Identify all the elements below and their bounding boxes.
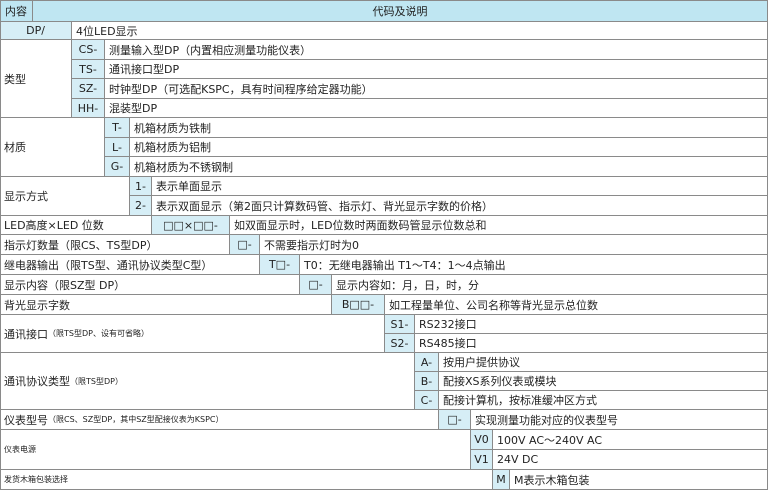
comm-desc: RS485接口 — [415, 334, 768, 353]
type-desc: 测量输入型DP（内置相应测量功能仪表） — [105, 40, 768, 60]
power-code: V1 — [471, 450, 493, 470]
backlight-desc: 如工程量单位、公司名称等背光显示总位数 — [385, 295, 768, 315]
protocol-code: A- — [415, 353, 439, 372]
display-code: 1- — [130, 177, 152, 196]
comm-code: S1- — [385, 315, 415, 334]
material-desc: 机箱材质为铁制 — [130, 118, 768, 138]
material-code: G- — [105, 157, 130, 177]
backlight-label: 背光显示字数 — [0, 295, 332, 315]
relay-label: 继电器输出（限TS型、通讯协议类型C型） — [0, 255, 260, 275]
content-header-cell: 内容 — [0, 0, 33, 22]
type-desc: 混装型DP — [105, 99, 768, 118]
packing-code: M — [493, 470, 510, 490]
content-desc: 显示内容如：月，日，时，分 — [332, 275, 768, 295]
type-code: SZ- — [72, 79, 105, 99]
relay-desc: T0：无继电器输出 T1～T4：1～4点输出 — [300, 255, 768, 275]
power-desc: 100V AC～240V AC — [493, 430, 768, 450]
model-label-note: （限CS、SZ型DP，其中SZ型配接仪表为KSPC） — [48, 415, 224, 424]
display-label: 显示方式 — [0, 177, 130, 216]
table-title: 代码及说明 — [33, 0, 768, 22]
led-code: □□×□□- — [152, 216, 230, 235]
comm-code: S2- — [385, 334, 415, 353]
type-code: TS- — [72, 60, 105, 79]
model-label-text: 仪表型号 — [4, 413, 48, 427]
indicator-code: □- — [230, 235, 260, 255]
content-label: 显示内容（限SZ型 DP） — [0, 275, 300, 295]
type-label: 类型 — [0, 40, 72, 118]
comm-label: 通讯接口（限TS型DP、设有可省略） — [0, 315, 385, 353]
material-code: L- — [105, 138, 130, 157]
type-desc: 时钟型DP（可选配KSPC，具有时间程序给定器功能） — [105, 79, 768, 99]
protocol-label-text: 通讯协议类型 — [4, 375, 70, 388]
material-label: 材质 — [0, 118, 105, 177]
protocol-desc: 配接XS系列仪表或模块 — [439, 372, 768, 391]
protocol-desc: 配接计算机，按标准缓冲区方式 — [439, 391, 768, 410]
type-code: CS- — [72, 40, 105, 60]
indicator-label: 指示灯数量（限CS、TS型DP） — [0, 235, 230, 255]
display-code: 2- — [130, 196, 152, 216]
comm-desc: RS232接口 — [415, 315, 768, 334]
protocol-code: C- — [415, 391, 439, 410]
type-code: HH- — [72, 99, 105, 118]
led-label: LED高度×LED 位数 — [0, 216, 152, 235]
model-desc: 实现测量功能对应的仪表型号 — [471, 410, 768, 430]
material-desc: 机箱材质为铝制 — [130, 138, 768, 157]
comm-label-note: （限TS型DP、设有可省略） — [48, 329, 149, 338]
packing-desc: M表示木箱包装 — [510, 470, 768, 490]
packing-label: 发货木箱包装选择 — [0, 470, 493, 490]
protocol-label: 通讯协议类型（限TS型DP） — [0, 353, 415, 410]
content-code: □- — [300, 275, 332, 295]
model-label: 仪表型号（限CS、SZ型DP，其中SZ型配接仪表为KSPC） — [0, 410, 439, 430]
relay-code: T□- — [260, 255, 300, 275]
protocol-code: B- — [415, 372, 439, 391]
model-code: □- — [439, 410, 471, 430]
power-desc: 24V DC — [493, 450, 768, 470]
material-code: T- — [105, 118, 130, 138]
led-desc: 如双面显示时，LED位数时两面数码管显示位数总和 — [230, 216, 768, 235]
dp-desc: 4位LED显示 — [72, 22, 768, 40]
power-label: 仪表电源 — [0, 430, 471, 470]
material-desc: 机箱材质为不锈钢制 — [130, 157, 768, 177]
type-desc: 通讯接口型DP — [105, 60, 768, 79]
power-code: V0 — [471, 430, 493, 450]
display-desc: 表示单面显示 — [152, 177, 768, 196]
backlight-code: B□□- — [332, 295, 385, 315]
indicator-desc: 不需要指示灯时为0 — [260, 235, 768, 255]
display-desc: 表示双面显示（第2面只计算数码管、指示灯、背光显示字数的价格） — [152, 196, 768, 216]
protocol-label-note: （限TS型DP） — [70, 376, 123, 386]
dp-code: DP/ — [0, 22, 72, 40]
protocol-desc: 按用户提供协议 — [439, 353, 768, 372]
comm-label-text: 通讯接口 — [4, 327, 48, 341]
